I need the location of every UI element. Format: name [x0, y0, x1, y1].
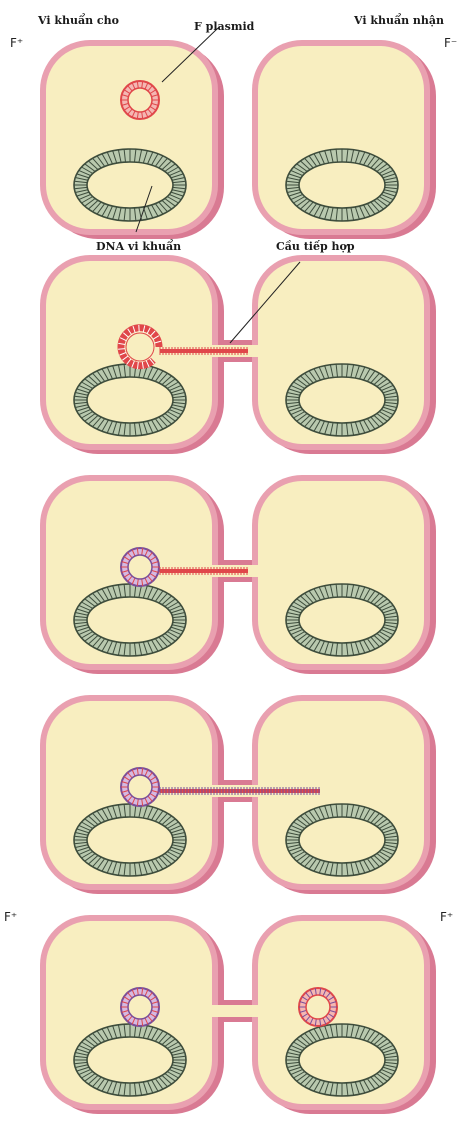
bacterial-dna-ring — [286, 1024, 398, 1096]
bacterial-dna-ring — [74, 149, 186, 221]
bacterial-dna-ring — [286, 584, 398, 656]
f-plasmid-label: F plasmid — [194, 20, 254, 33]
dna-label: DNA vi khuẩn — [96, 240, 181, 253]
f-plasmid-ring — [299, 988, 337, 1026]
recipient-top-marker: F⁻ — [444, 36, 457, 50]
bacterial-dna-ring — [74, 584, 186, 656]
f-plasmid-ring — [121, 548, 159, 586]
conjugation-stages — [40, 40, 436, 1114]
recipient-final-marker: F⁺ — [440, 910, 453, 924]
f-plasmid-ring — [121, 768, 159, 806]
donor-top-marker: F⁺ — [10, 36, 23, 50]
bacterial-dna-ring — [286, 364, 398, 436]
donor-label: Vi khuẩn cho — [38, 14, 119, 27]
bridge-label: Cầu tiếp hợp — [276, 240, 355, 253]
f-plasmid-ring — [121, 81, 159, 119]
conjugation-stage — [40, 475, 436, 674]
bacterial-dna-ring — [74, 364, 186, 436]
conjugation-stage — [40, 255, 436, 454]
recipient-label: Vi khuẩn nhận — [354, 14, 444, 27]
conjugation-stage — [40, 915, 436, 1114]
f-plasmid-ring — [121, 988, 159, 1026]
conjugation-stage — [40, 40, 436, 239]
bacterial-dna-ring — [74, 804, 186, 876]
bacterial-dna-ring — [286, 804, 398, 876]
bacterial-dna-ring — [286, 149, 398, 221]
conjugation-stage — [40, 695, 436, 894]
bacterial-dna-ring — [74, 1024, 186, 1096]
donor-final-marker: F⁺ — [4, 910, 17, 924]
